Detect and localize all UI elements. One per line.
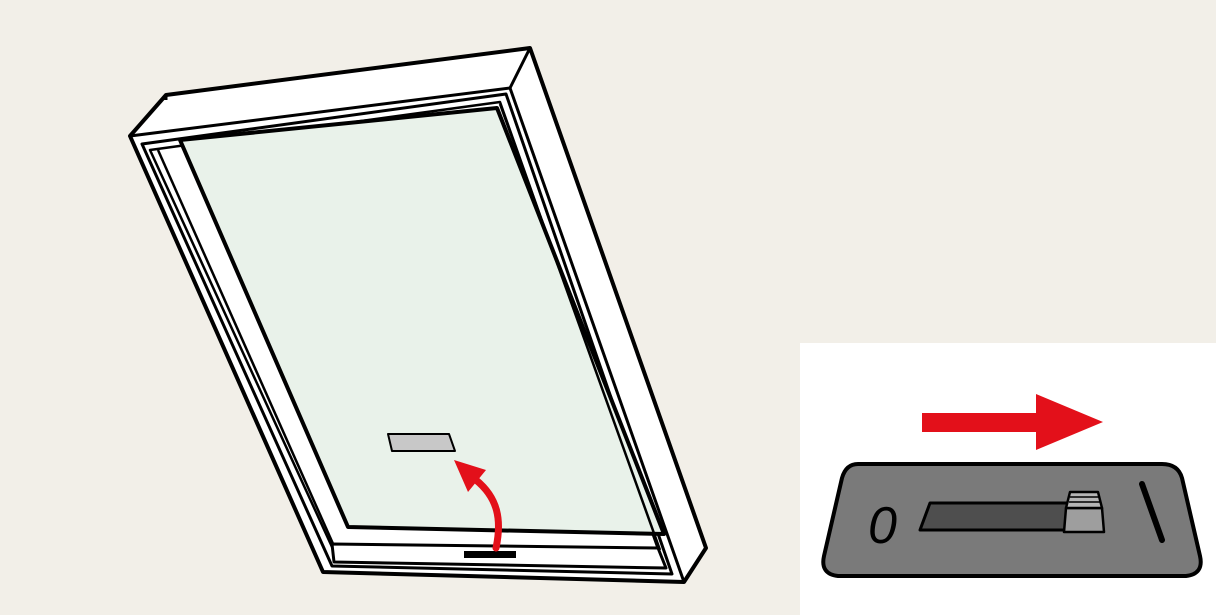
right-arrow-shaft: [922, 413, 1040, 432]
frame-corner-edge: [508, 47, 532, 89]
handle-bar: [464, 551, 516, 558]
switch-inset-panel: 0: [800, 343, 1216, 615]
switch-on-label: [1139, 481, 1165, 543]
window-glass: [178, 106, 666, 536]
switch-off-label: 0: [868, 497, 897, 555]
switch-slot: [918, 501, 1080, 532]
roof-window-icon: [128, 46, 708, 584]
frame-right-edge: [508, 87, 686, 583]
label-plate: [387, 433, 456, 452]
curved-arrow-icon: [472, 476, 502, 552]
curved-arrow-head: [454, 460, 486, 492]
switch-knob: [1062, 490, 1106, 534]
sash-right-line: [498, 103, 662, 551]
frame-top-edge: [129, 86, 511, 138]
right-arrow-icon: [1036, 394, 1103, 450]
sash-left-line: [156, 149, 340, 556]
